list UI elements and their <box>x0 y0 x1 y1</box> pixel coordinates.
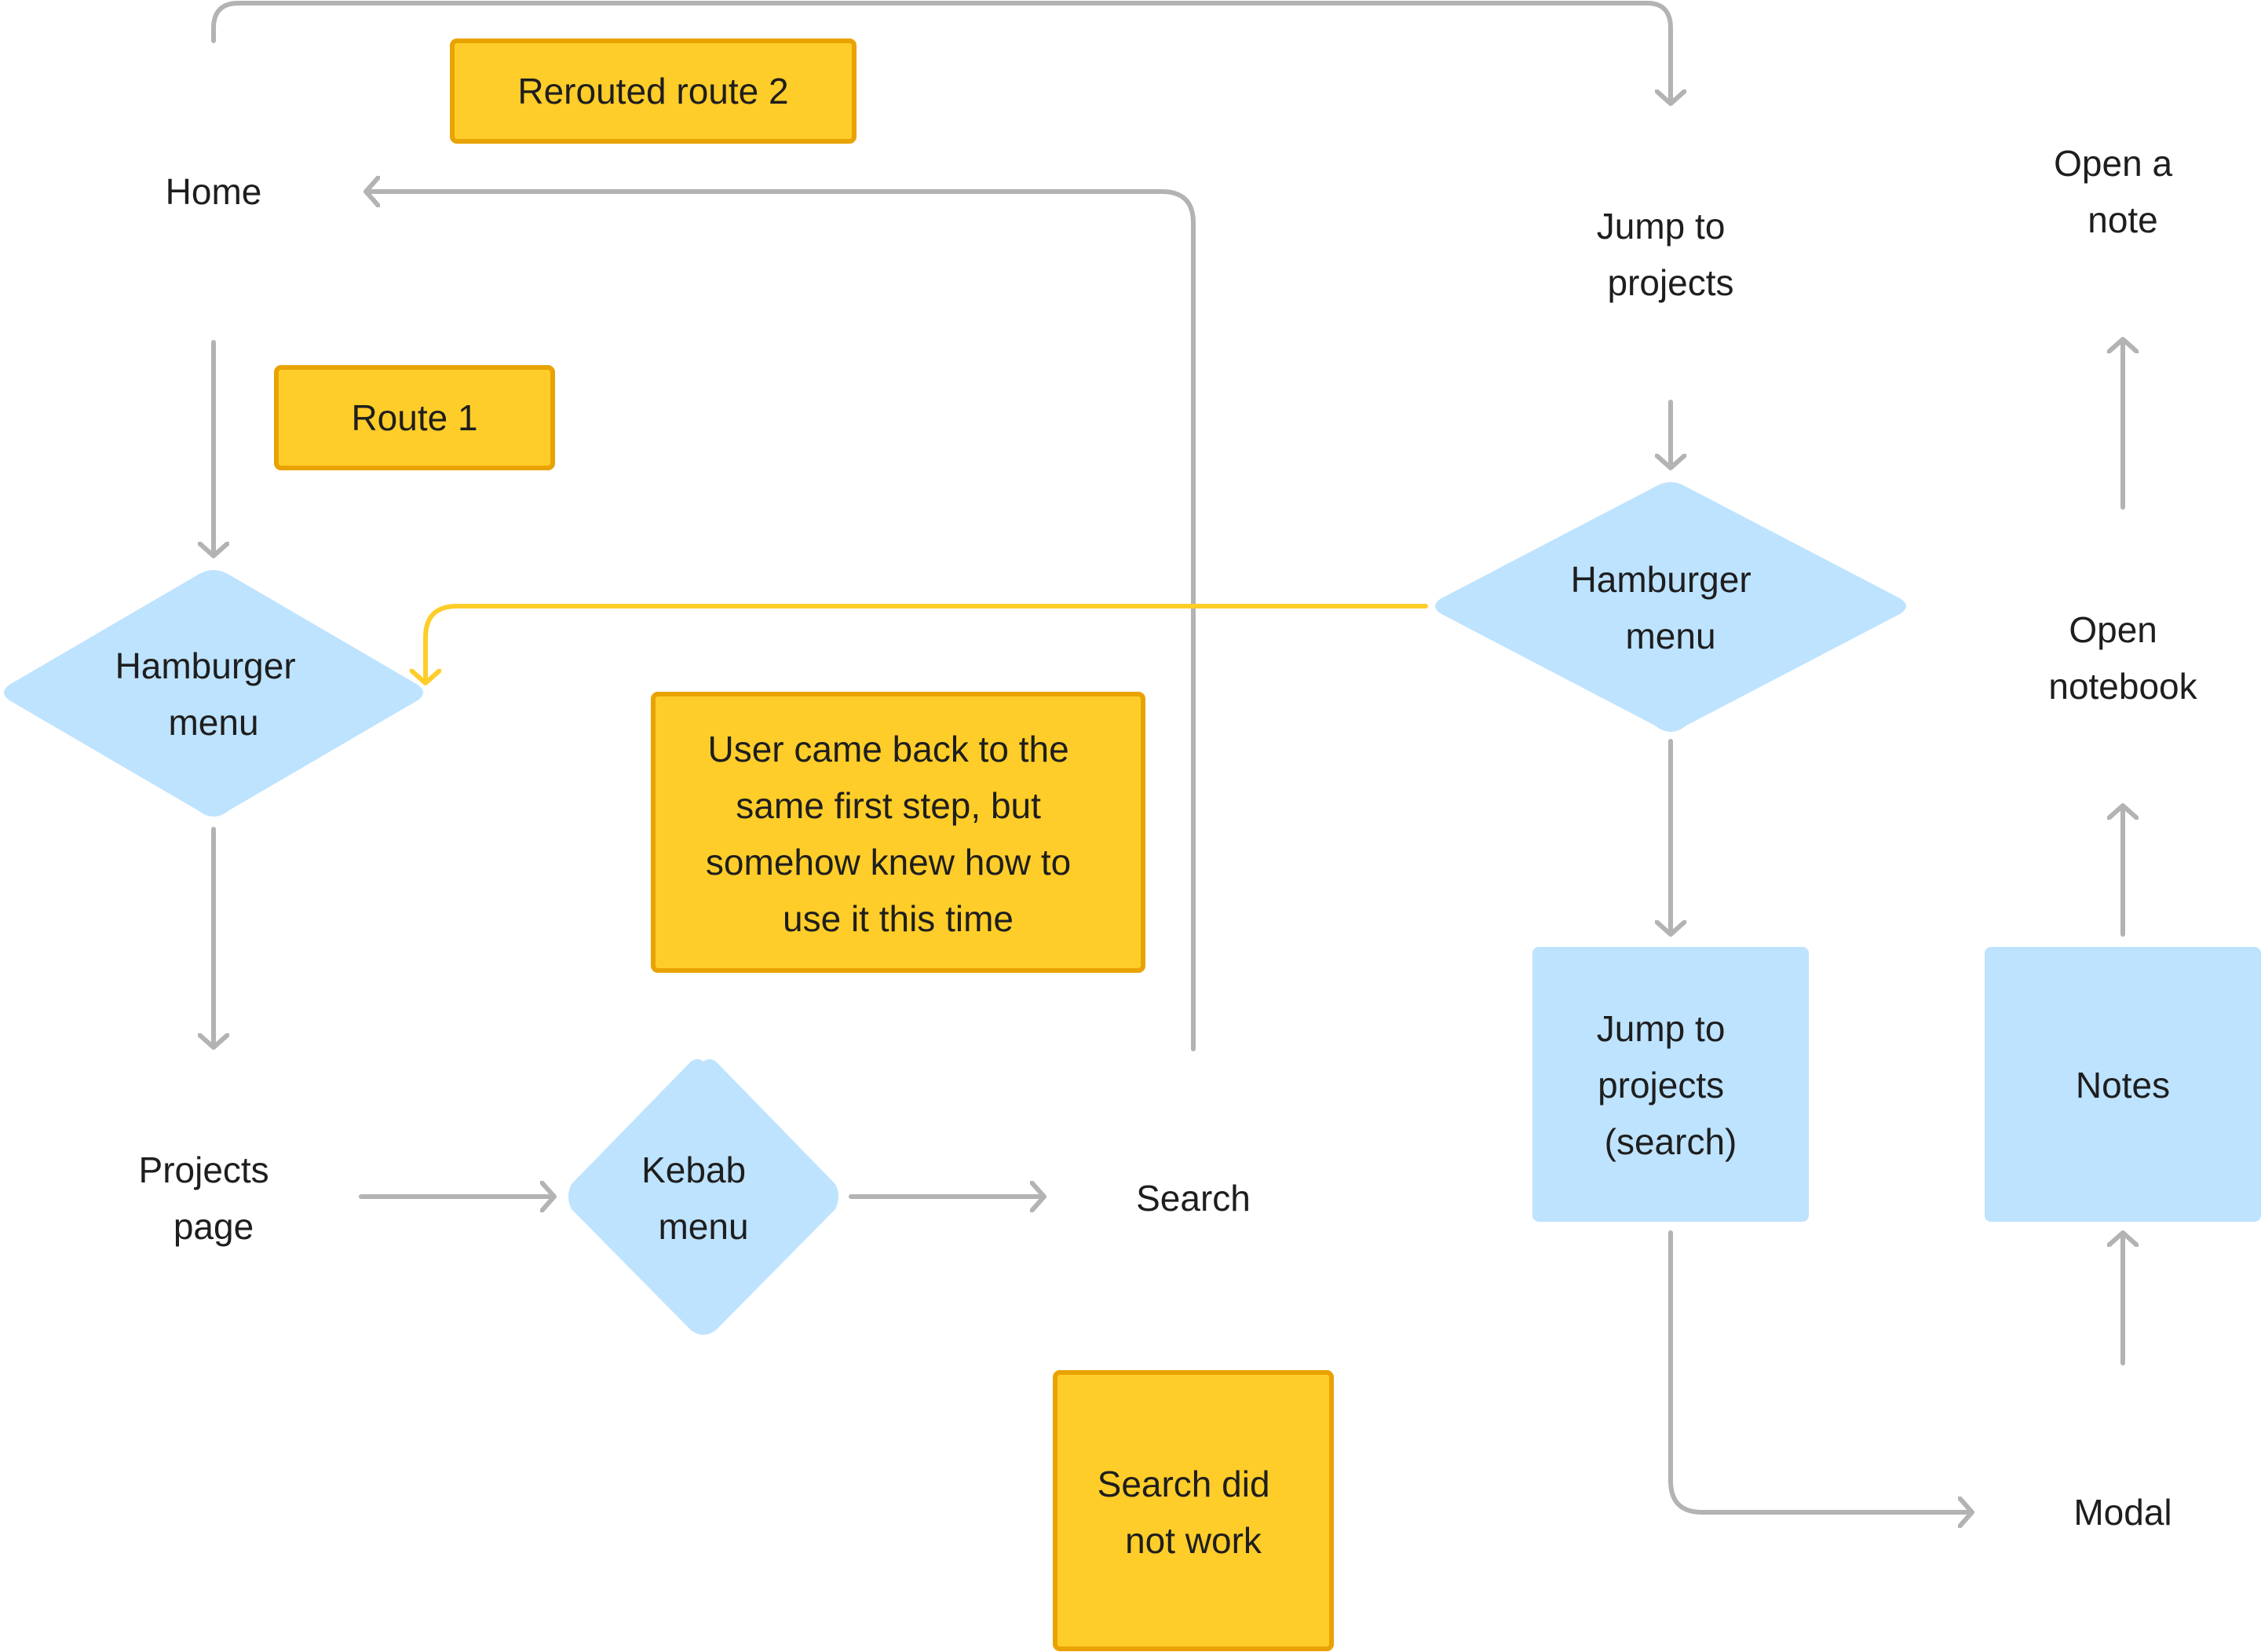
node-search[interactable]: Search <box>1057 1058 1333 1335</box>
node-jump-search-label-line-1: Jump to <box>1597 1008 1726 1049</box>
sticky-user-came-back-label: User came back to the same first step, b… <box>706 729 1081 939</box>
node-notes-label-line: Notes <box>2076 1065 2170 1106</box>
node-search-label: Search <box>1136 1178 1251 1219</box>
node-projects-page-label-line-2: page <box>174 1206 254 1247</box>
node-projects-page[interactable]: Projects page <box>75 1058 352 1335</box>
node-hamburger-left-label-line-2: menu <box>168 702 258 743</box>
node-open-a-note[interactable]: Open a note <box>1983 52 2261 331</box>
node-hamburger-right-label-line-1: Hamburger <box>1571 559 1751 600</box>
edge-jump-search-to-modal <box>1668 1230 1974 1512</box>
node-hamburger-menu-right[interactable]: Hamburger menu <box>1435 482 1906 732</box>
node-notes-label: Notes <box>2076 1065 2170 1106</box>
edge-home-to-jump-projects <box>211 1 1671 106</box>
node-hamburger-left-label-line-1: Hamburger <box>115 645 296 686</box>
node-jump-projects-label-line-1: Jump to <box>1597 206 1726 247</box>
sticky-rerouted-route-2[interactable]: Rerouted route 2 <box>450 38 857 144</box>
node-open-note-label-line-1: Open a <box>2054 143 2172 184</box>
node-kebab-menu[interactable]: Kebab menu <box>568 1059 838 1335</box>
sticky-user-came-back-line-1: User came back to the <box>708 729 1069 769</box>
sticky-user-came-back[interactable]: User came back to the same first step, b… <box>651 692 1145 973</box>
node-home-label: Home <box>166 171 262 212</box>
node-hamburger-right-label-line-2: menu <box>1625 616 1715 656</box>
sticky-route-1[interactable]: Route 1 <box>274 365 555 470</box>
sticky-route1-label-line: Route 1 <box>351 397 477 438</box>
node-jump-projects-label-line-2: projects <box>1607 262 1733 303</box>
node-hamburger-left-label: Hamburger menu <box>115 645 306 743</box>
node-projects-page-label-line-1: Projects <box>139 1149 269 1190</box>
connectors <box>211 1 2123 1512</box>
node-jump-search-label-line-2: projects <box>1598 1065 1724 1106</box>
node-hamburger-right-label: Hamburger menu <box>1571 559 1762 656</box>
node-projects-page-label: Projects page <box>139 1149 279 1247</box>
node-kebab-label-line-2: menu <box>658 1206 748 1247</box>
node-open-notebook-label-line-1: Open <box>2069 609 2157 650</box>
node-hamburger-menu-left[interactable]: Hamburger menu <box>4 570 423 817</box>
sticky-rerouted-label: Rerouted route 2 <box>517 71 788 111</box>
sticky-user-came-back-line-3: somehow knew how to <box>706 842 1071 883</box>
node-home-label-line: Home <box>166 171 262 212</box>
sticky-search-failed-line-1: Search did <box>1098 1464 1270 1504</box>
node-notes[interactable]: Notes <box>1985 947 2261 1222</box>
edge-search-to-home <box>363 192 1196 1051</box>
node-jump-projects-label: Jump to projects <box>1597 206 1735 303</box>
node-kebab-label-line-1: Kebab <box>641 1149 746 1190</box>
sticky-route1-label: Route 1 <box>351 397 477 438</box>
node-kebab-label: Kebab menu <box>641 1149 756 1247</box>
node-home[interactable]: Home <box>72 50 355 333</box>
node-search-label-line: Search <box>1136 1178 1251 1219</box>
node-jump-to-projects[interactable]: Jump to projects <box>1532 118 1809 391</box>
node-modal-label: Modal <box>2073 1492 2172 1533</box>
sticky-search-failed-label: Search did not work <box>1098 1464 1280 1561</box>
node-open-note-label: Open a note <box>2054 143 2182 240</box>
edge-reroute-hamburger-right-to-left <box>426 604 1428 685</box>
sticky-user-came-back-line-4: use it this time <box>783 898 1014 939</box>
sticky-rerouted-label-line: Rerouted route 2 <box>517 71 788 111</box>
node-jump-to-projects-search[interactable]: Jump to projects (search) <box>1532 947 1809 1222</box>
node-jump-search-label: Jump to projects (search) <box>1597 1008 1737 1162</box>
node-open-notebook-label-line-2: notebook <box>2048 666 2197 707</box>
node-modal-label-line: Modal <box>2073 1492 2172 1533</box>
sticky-search-failed-line-2: not work <box>1125 1520 1262 1561</box>
node-open-note-label-line-2: note <box>2087 199 2158 240</box>
node-open-notebook-label: Open notebook <box>2048 609 2197 707</box>
node-jump-search-label-line-3: (search) <box>1605 1121 1737 1162</box>
sticky-user-came-back-line-2: same first step, but <box>736 785 1041 826</box>
sticky-search-did-not-work[interactable]: Search did not work <box>1053 1370 1334 1651</box>
node-modal[interactable]: Modal <box>1985 1374 2261 1649</box>
node-open-notebook[interactable]: Open notebook <box>1985 521 2261 795</box>
